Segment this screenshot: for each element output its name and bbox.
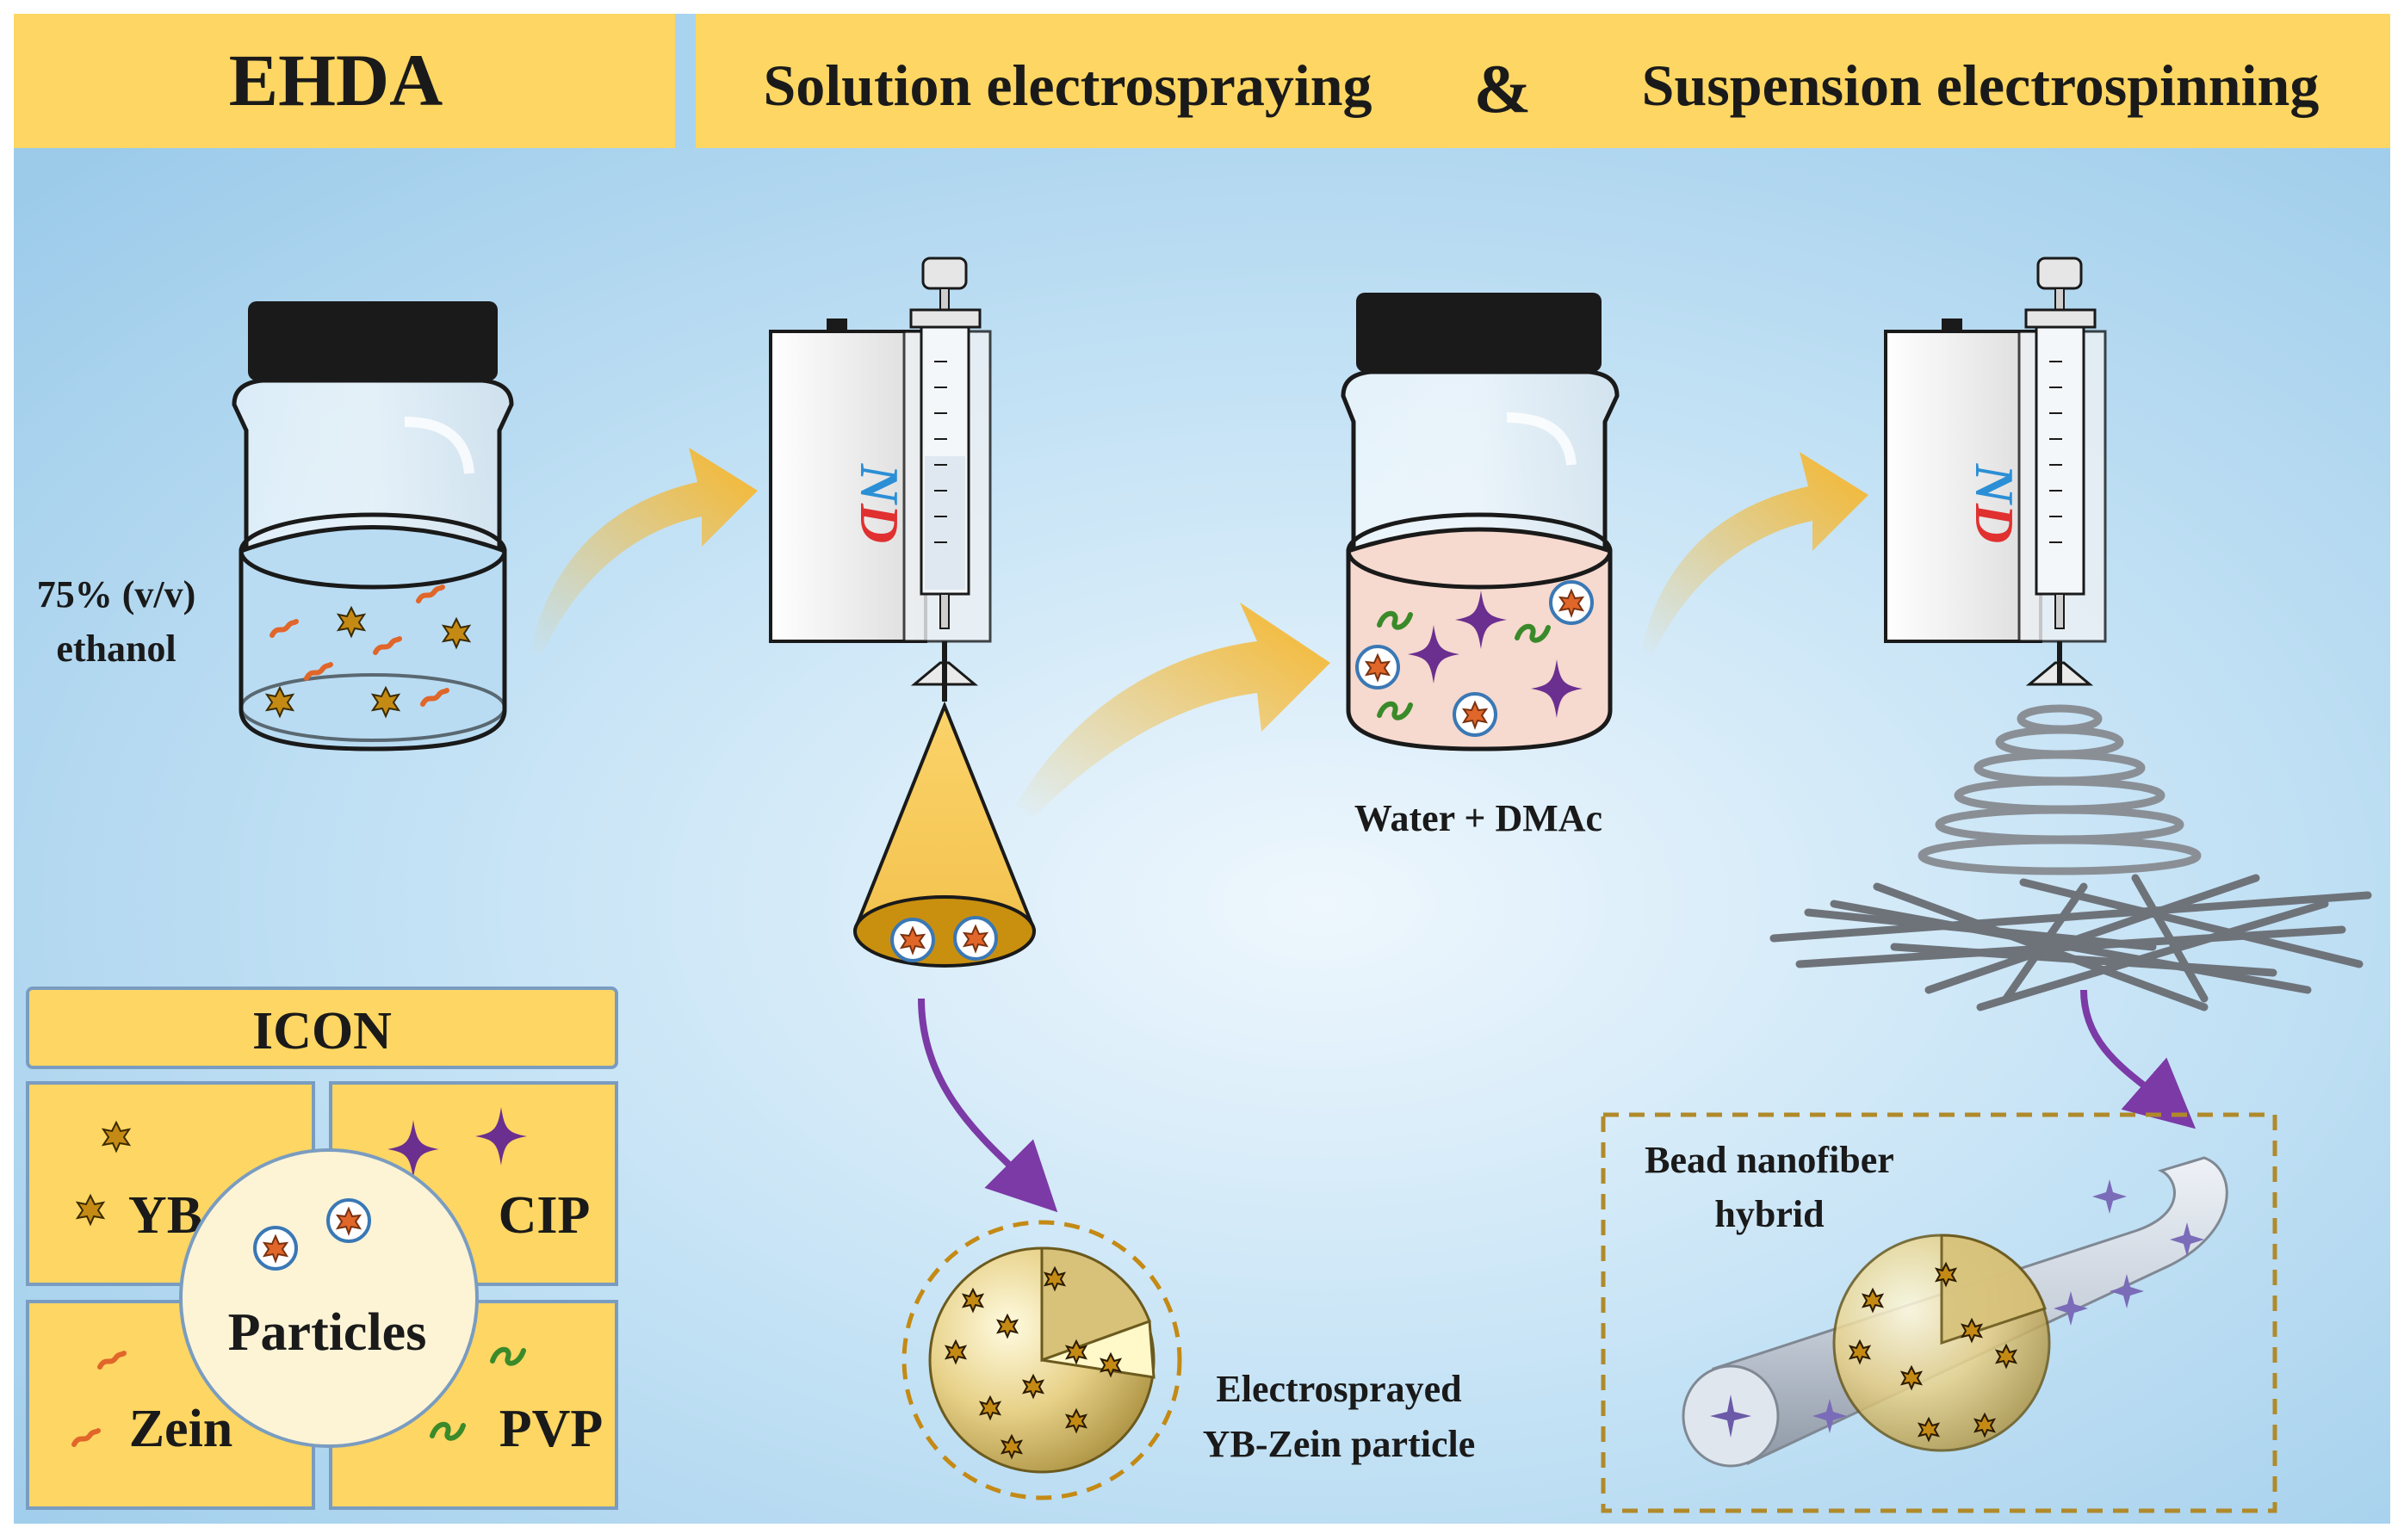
- header-title-electrospraying: Solution electrospraying: [763, 53, 1372, 118]
- curved-arrow-to-particle: [918, 998, 1058, 1213]
- legend-label-particles: Particles: [228, 1303, 427, 1362]
- legend-label-zein: Zein: [129, 1400, 233, 1458]
- electrospray-device: ND: [769, 257, 992, 702]
- legend-label-cip: CIP: [499, 1186, 591, 1245]
- icon-legend: ICON YB CIP Zein PVP Particles: [26, 986, 618, 1510]
- fiber-spiral: [1918, 704, 2202, 875]
- legend-title-box: [26, 986, 618, 1069]
- electrosprayed-particle: [901, 1220, 1182, 1500]
- bead-nanofiber-hybrid: [1682, 1156, 2228, 1468]
- fiber-label-line2: hybrid: [1714, 1193, 1824, 1235]
- solvent-label-line2: ethanol: [56, 628, 176, 670]
- nanofiber-mat: [1769, 874, 2372, 1011]
- header-left-panel: [14, 14, 675, 148]
- particle-label-line2: YB-Zein particle: [1203, 1423, 1476, 1465]
- legend-label-pvp: PVP: [499, 1400, 604, 1458]
- header-title-electrospinning: Suspension electrospinning: [1642, 53, 2320, 118]
- solvent-label-line1: 75% (v/v): [37, 573, 196, 615]
- process-arrow-3: [1640, 452, 1868, 654]
- header-left-title: EHDA: [229, 39, 443, 121]
- jar-ethanol: [232, 301, 514, 751]
- fiber-label-line1: Bead nanofiber: [1645, 1139, 1894, 1181]
- electrospinning-device: ND: [1884, 257, 2107, 686]
- particle-label-line1: Electrosprayed: [1216, 1368, 1461, 1410]
- solvent-2-label: Water + DMAc: [1354, 797, 1602, 839]
- process-arrow-2: [1016, 603, 1330, 818]
- process-arrow-1: [530, 448, 758, 654]
- legend-particles-circle: [179, 1148, 479, 1448]
- particle-icon: [253, 1226, 298, 1271]
- header-ampersand: &: [1474, 52, 1532, 127]
- header-right-panel: [696, 14, 2390, 148]
- spray-cone: [852, 701, 1037, 968]
- jar-water-dmac: [1341, 293, 1620, 751]
- particle-icon-2: [326, 1198, 371, 1243]
- svg-text:ND: ND: [1964, 463, 2025, 543]
- curved-arrow-to-fiber: [2080, 989, 2196, 1129]
- bead-nanofiber-box: [1601, 1112, 2277, 1513]
- jar-lid: [248, 301, 498, 380]
- legend-title: ICON: [252, 1002, 392, 1061]
- legend-label-yb: YB: [128, 1186, 202, 1245]
- svg-text:ND: ND: [849, 463, 910, 543]
